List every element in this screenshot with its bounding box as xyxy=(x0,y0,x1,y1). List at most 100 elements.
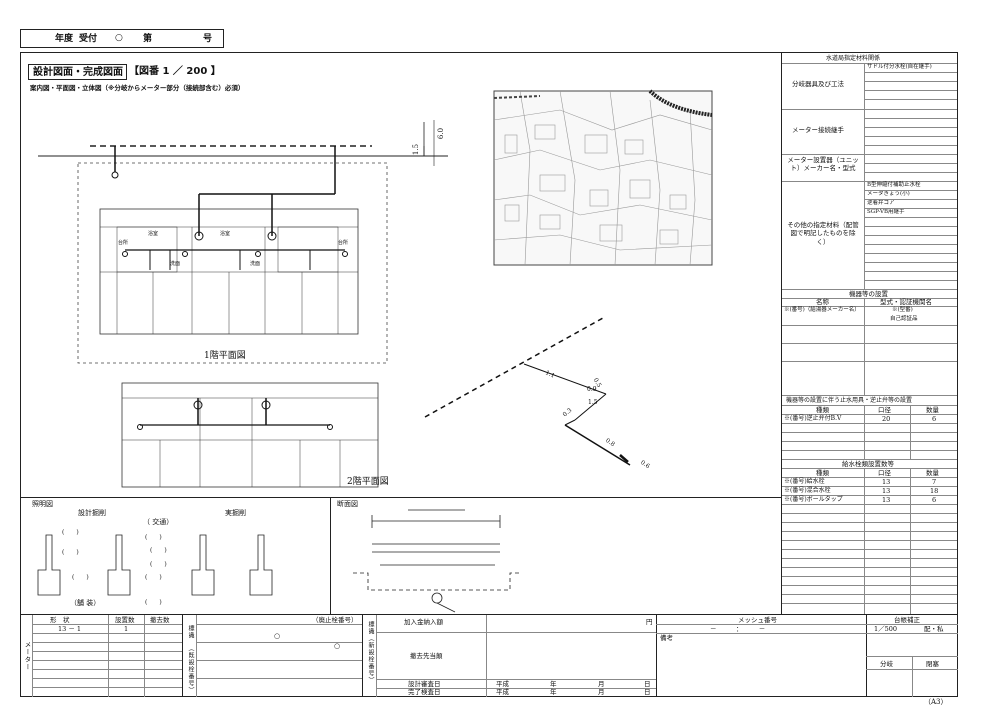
removal-label: 撤去先当顛 xyxy=(410,652,443,660)
drawing-subtitle: 案内図・平面図・立体図（※分岐からメーター部分（接続部含む）必須） xyxy=(30,84,245,92)
equipment-name: ※(番号)（給湯器メーカー名） xyxy=(784,307,860,313)
contribution-label: 加入金納入額 xyxy=(404,618,443,626)
valves-col: 数量 xyxy=(926,406,939,414)
meter-col: 設置数 xyxy=(115,616,135,624)
divider xyxy=(20,497,782,498)
ledger-scale: 1／500 xyxy=(874,625,898,633)
faucets-col: 口径 xyxy=(878,469,891,477)
row-value: メータきょう(小) xyxy=(867,191,910,197)
valves-title: 機器等の設置に伴う止水用具・逆止弁等の設置 xyxy=(786,397,913,404)
row-value: サドル付分水栓(自在継手) xyxy=(867,64,932,70)
month-label: 月 xyxy=(598,688,605,696)
faucet-size: 13 xyxy=(882,496,891,504)
drawing-scale: 【図番 1 ／ 200 】 xyxy=(129,66,221,77)
paren-label: ( ) xyxy=(150,547,167,554)
new-tap-side-label: 標識（新設栓番号） xyxy=(367,621,374,684)
row-label: メーター設置器（ユニット）メーカー名・型式 xyxy=(787,156,859,173)
paper-size: （A3） xyxy=(924,698,948,706)
meter-col: 撤去数 xyxy=(150,616,170,624)
row-value: 逆着弁コア xyxy=(867,200,895,206)
faucets-col: 数量 xyxy=(926,469,939,477)
iso-length: 0.9 xyxy=(587,386,597,393)
final-check-label: 完了検査日 xyxy=(408,688,441,696)
mark-label: 標識 xyxy=(187,625,194,639)
room-label: 台所 xyxy=(338,240,349,246)
receipt-circle: ○ xyxy=(115,33,123,43)
drawing-title: 設計図面・完成図面 xyxy=(33,67,123,78)
reference-label: 照明図 xyxy=(32,500,53,508)
dimension-side: 1.5 xyxy=(412,143,421,156)
year-label: 年 xyxy=(550,680,557,688)
day-label: 日 xyxy=(644,680,651,688)
paren-label: ( ) xyxy=(72,574,89,581)
floor2-label: 2階平面図 xyxy=(347,477,389,487)
month-label: 月 xyxy=(598,680,605,688)
old-tap-label: （既設栓番号） xyxy=(187,645,194,694)
equipment-col-model: 型式・認証機関名 xyxy=(880,298,932,306)
row-label: 分岐器具及び工法 xyxy=(792,80,844,88)
paren-label: ( ) xyxy=(145,574,162,581)
faucet-qty: 7 xyxy=(932,478,937,486)
faucet-qty: 6 xyxy=(932,496,937,504)
era-label: 平成 xyxy=(496,680,509,688)
faucet-size: 13 xyxy=(882,478,891,486)
abolish-label: （廃止栓番号） xyxy=(312,616,358,624)
day-label: 日 xyxy=(644,688,651,696)
room-label: 洗面 xyxy=(170,261,181,267)
year-label: 年 xyxy=(550,688,557,696)
ledger-closed: 閉塞 xyxy=(926,660,939,668)
divider xyxy=(330,497,331,614)
row-value: B型伸縮付補助止水栓 xyxy=(867,182,921,188)
ledger-label: 台帳補正 xyxy=(894,616,920,624)
receipt-go: 号 xyxy=(203,34,213,44)
paren-label: ( ) xyxy=(62,529,79,536)
receipt-header: 年度 受付 ○ 第 号 xyxy=(20,29,224,48)
meter-col: 形 状 xyxy=(50,616,70,624)
design-check-label: 設計審査日 xyxy=(408,680,441,688)
receipt-dai: 第 xyxy=(143,34,153,44)
remarks-label: 備考 xyxy=(660,634,673,642)
room-label: 台所 xyxy=(118,240,129,246)
valves-col: 種類 xyxy=(816,406,829,414)
faucets-col: 種類 xyxy=(816,469,829,477)
receipt-accept: 受付 xyxy=(79,34,98,44)
drawing-sheet xyxy=(20,52,958,697)
room-label: 洗面 xyxy=(250,261,261,267)
meter-side-label: メーター xyxy=(23,641,31,671)
traffic-label: （ 交通） xyxy=(143,518,174,526)
actual-excavation-label: 実掘削 xyxy=(225,509,246,517)
valves-col: 口径 xyxy=(878,406,891,414)
faucets-title: 給水栓類設置数等 xyxy=(842,460,894,468)
ledger-kind: 配・私 xyxy=(924,625,944,633)
row-value: SGP-VB用継手 xyxy=(867,209,905,215)
room-label: 浴室 xyxy=(220,231,231,237)
bottom-panel: メーター 形 状 設置数 撤去数 13 － 1 1 標識 （既設栓番号） （廃止… xyxy=(20,615,958,697)
mesh-label: メッシュ番号 xyxy=(738,616,777,624)
paving-label: （舗 装） xyxy=(70,599,101,607)
mesh-value: － ： － xyxy=(710,625,766,633)
faucet-type: ※(番号)給水栓 xyxy=(784,478,825,485)
tap-circle: ○ xyxy=(274,632,281,640)
dimension-top: 6.0 xyxy=(437,127,446,140)
title-box: 設計図面・完成図面 xyxy=(28,64,127,80)
ledger-branch: 分岐 xyxy=(880,660,893,668)
panel-header: 水道局指定材料関係 xyxy=(826,55,881,62)
yen-label: 円 xyxy=(646,618,653,626)
iso-length: 1.5 xyxy=(588,399,598,406)
equipment-model: ※(型番) xyxy=(892,307,913,313)
design-excavation-label: 設計掘削 xyxy=(78,509,106,517)
faucet-qty: 18 xyxy=(930,487,939,495)
valve-size: 20 xyxy=(882,415,891,423)
equipment-col-name: 名称 xyxy=(816,298,829,306)
divider xyxy=(20,614,958,615)
right-panel: 水道局指定材料関係 分岐器具及び工法 サドル付分水栓(自在継手) メーター接続継… xyxy=(782,53,957,614)
valve-type: ※(番号)逆止弁付B.V xyxy=(784,415,842,422)
receipt-year: 年度 xyxy=(55,34,74,44)
valve-qty: 6 xyxy=(932,415,937,423)
equipment-title: 機器等の設置 xyxy=(849,290,888,298)
era-label: 平成 xyxy=(496,688,509,696)
room-label: 浴室 xyxy=(148,231,159,237)
tap-circle: ○ xyxy=(334,642,341,650)
meter-installed: 1 xyxy=(124,625,129,633)
